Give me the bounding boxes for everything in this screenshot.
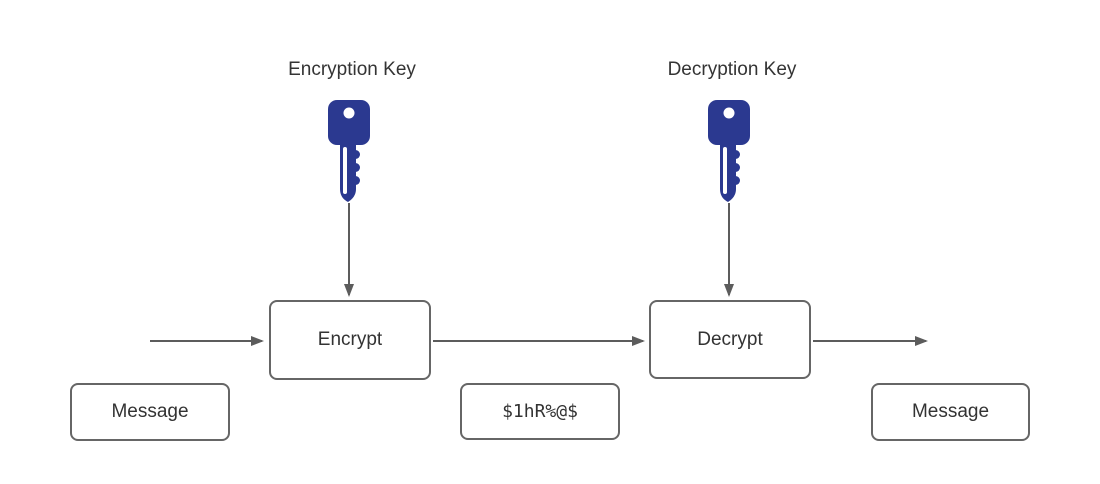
decryption-key-icon xyxy=(708,100,750,202)
encrypt-box-label: Encrypt xyxy=(317,329,383,350)
message-output-label: Message xyxy=(911,401,990,422)
encryption-key-label: Encryption Key xyxy=(288,59,416,80)
decrypt-box: Decrypt xyxy=(649,300,811,379)
decrypt-box-label: Decrypt xyxy=(697,328,763,350)
encrypt-box: Encrypt xyxy=(269,300,431,380)
encryption-key-icon xyxy=(328,100,370,202)
ciphertext-label: $1hR%@$ xyxy=(502,401,578,422)
message-input-box: Message xyxy=(70,383,230,441)
decryption-key-label: Decryption Key xyxy=(667,59,797,80)
message-input-label: Message xyxy=(111,401,189,422)
ciphertext-box: $1hR%@$ xyxy=(460,383,620,440)
message-output-box: Message xyxy=(871,383,1030,441)
